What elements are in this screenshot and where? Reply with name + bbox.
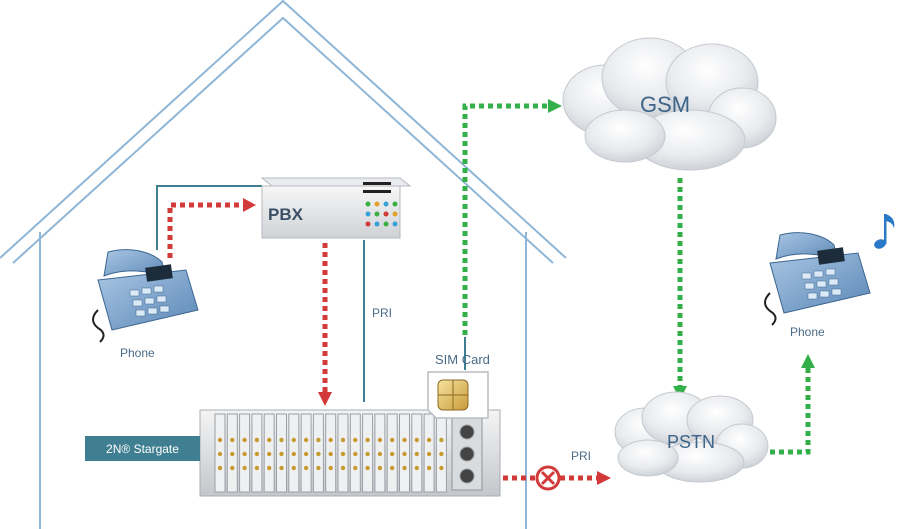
rack-connector: [230, 437, 235, 443]
rack-connector: [353, 451, 358, 457]
pbx-device: [260, 177, 412, 239]
rack-connector: [439, 451, 444, 457]
gsm-label: GSM: [640, 92, 691, 117]
wires: [156, 185, 466, 402]
rack-connector: [377, 451, 383, 457]
phone-left-label: Phone: [120, 346, 155, 360]
rack-connector: [365, 437, 370, 443]
stargate-label: 2N® Stargate: [85, 436, 200, 461]
rack-connector: [254, 465, 260, 471]
phone-icon: [92, 249, 199, 343]
sim-card-icon: [427, 371, 489, 419]
rack-connector: [402, 451, 407, 457]
rack-connector: [414, 437, 419, 443]
rack-connector: [365, 451, 370, 457]
rack-connector: [267, 437, 272, 443]
rack-connector: [267, 451, 272, 457]
rack-connector: [390, 437, 395, 443]
rack-connector: [390, 451, 395, 457]
rack-connector: [291, 465, 296, 471]
stargate-device: [199, 409, 501, 497]
rack-connector: [390, 465, 395, 471]
rack-connector: [402, 437, 407, 443]
rack-connector: [426, 465, 432, 471]
sim-card-label: SIM Card: [435, 352, 490, 367]
pbx-leds: [365, 201, 398, 227]
rack-connector: [230, 451, 235, 457]
rack-connector: [414, 465, 419, 471]
phone-right-label: Phone: [790, 325, 825, 339]
rack-connector: [316, 465, 321, 471]
rack-connector: [439, 465, 444, 471]
phone-icon: [764, 232, 871, 326]
pstn-cloud: [614, 391, 769, 483]
rack-connector: [402, 465, 407, 471]
music-note-icon: [874, 214, 895, 249]
pri-inner-label: PRI: [372, 306, 393, 320]
rack-connector: [316, 451, 321, 457]
rack-connector: [242, 465, 247, 471]
rack-connector: [217, 465, 223, 471]
rack-connector: [230, 465, 235, 471]
rack-connector: [217, 437, 223, 443]
rack-connector: [439, 437, 444, 443]
rack-connector: [414, 451, 419, 457]
pstn-label: PSTN: [667, 432, 716, 452]
rack-connector: [377, 437, 383, 443]
rack-connector: [340, 451, 346, 457]
rack-connector: [303, 451, 309, 457]
rack-connector: [340, 437, 346, 443]
rack-connector: [316, 437, 321, 443]
pri-outer-label: PRI: [571, 449, 592, 463]
rack-connector: [340, 465, 346, 471]
rack-connector: [353, 465, 358, 471]
rack-connector: [303, 465, 309, 471]
rack-connector: [328, 465, 333, 471]
rack-connector: [279, 437, 284, 443]
rack-connector: [365, 465, 370, 471]
rack-connector: [279, 465, 284, 471]
rack-connector: [377, 465, 383, 471]
rack-connector: [328, 437, 333, 443]
rack-connector: [254, 437, 260, 443]
rack-connector: [254, 451, 260, 457]
blocked-icon: [535, 465, 561, 491]
rack-connector: [217, 451, 223, 457]
rack-connector: [267, 465, 272, 471]
rack-connector: [426, 437, 432, 443]
rack-connector: [291, 437, 296, 443]
rack-connector: [328, 451, 333, 457]
rack-connector: [279, 451, 284, 457]
gsm-cloud: [562, 37, 777, 171]
rack-connector: [353, 437, 358, 443]
red-arrowheads: [243, 198, 611, 485]
rack-connector: [291, 451, 296, 457]
pbx-label: PBX: [268, 205, 303, 224]
green-signal-paths: [462, 103, 811, 455]
red-signal-paths: [167, 202, 597, 481]
rack-cards: [214, 413, 447, 493]
rack-connector: [242, 451, 247, 457]
rack-connector: [242, 437, 247, 443]
rack-connector: [303, 437, 309, 443]
rack-connector: [426, 451, 432, 457]
